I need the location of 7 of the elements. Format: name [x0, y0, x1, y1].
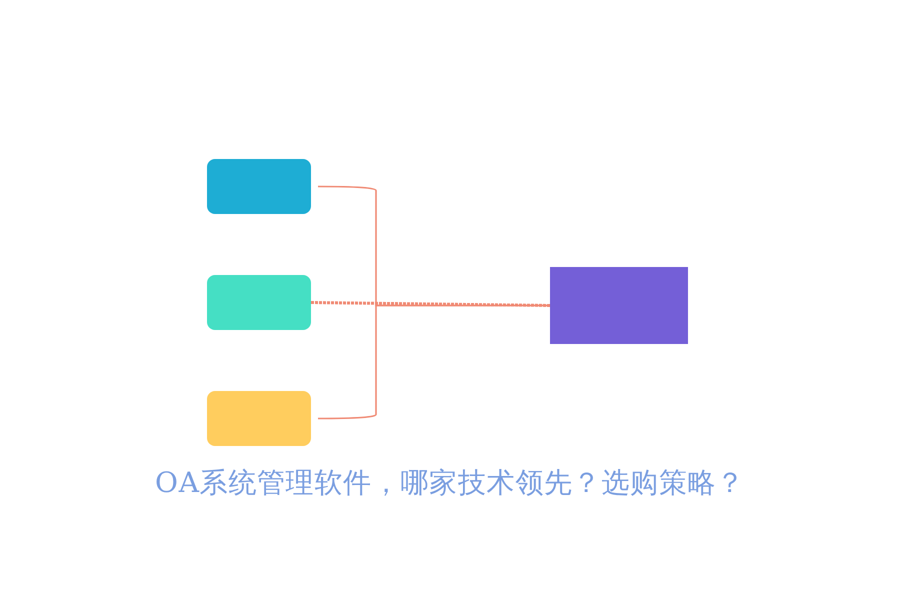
colored-box — [207, 391, 311, 446]
colored-box — [207, 159, 311, 214]
title: OA系统管理软件，哪家技术领先？选购策略？ — [155, 465, 745, 501]
colored-box — [550, 267, 688, 344]
connector-line — [310, 301, 550, 307]
colored-box — [207, 275, 311, 330]
connector-line — [318, 304, 550, 420]
